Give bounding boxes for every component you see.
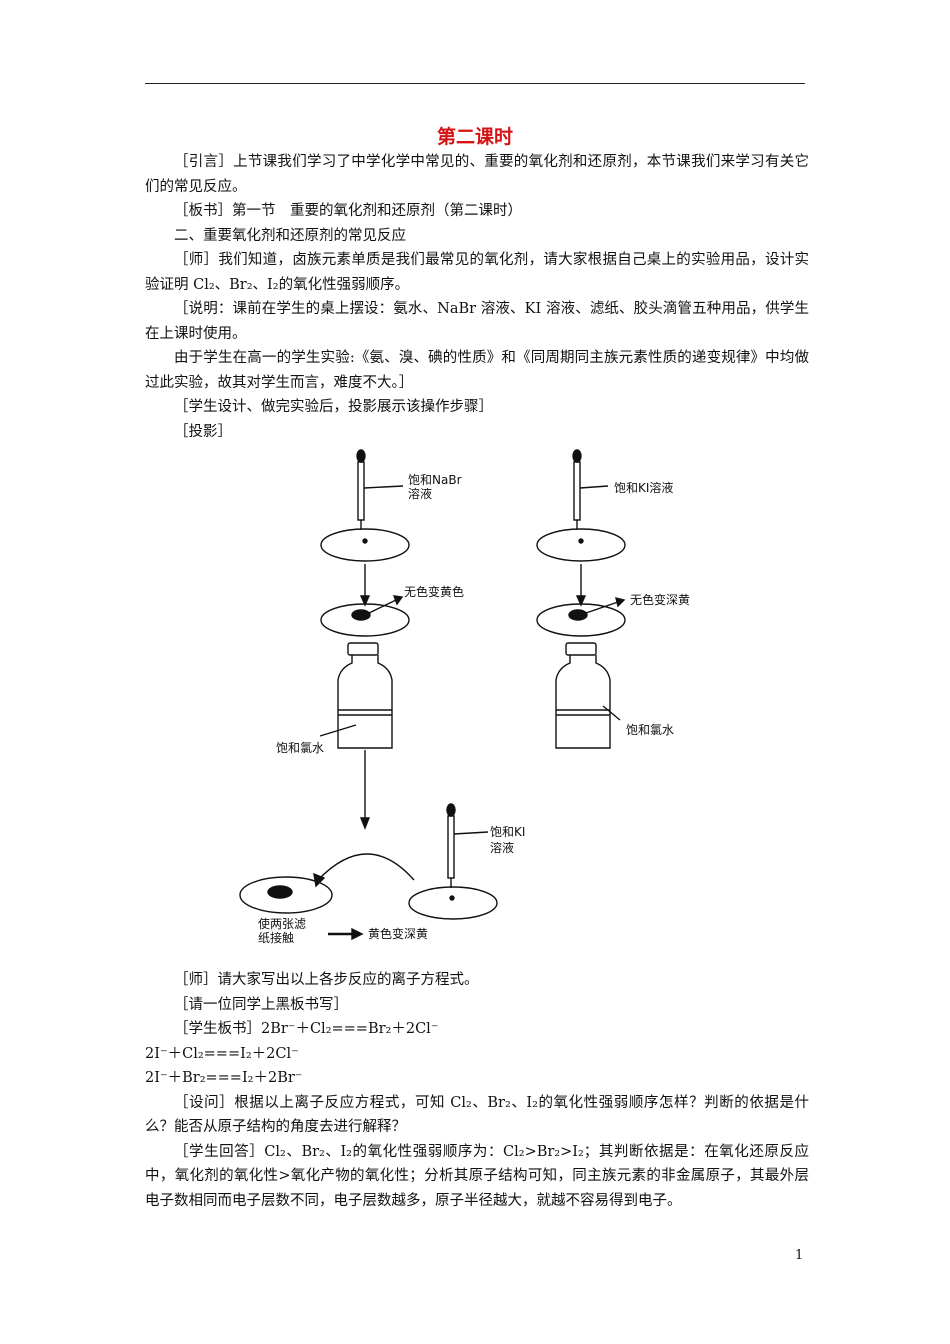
paragraph: ［师］我们知道，卤族元素单质是我们最常见的氧化剂，请大家根据自己桌上的实验用品，… xyxy=(145,252,809,293)
paragraph: ［板书］第一节 重要的氧化剂和还原剂（第二课时） xyxy=(174,203,522,219)
paragraph: ［学生设计、做完实验后，投影展示该操作步骤］ xyxy=(174,399,493,415)
filter-paper-right-top xyxy=(536,528,626,562)
contact-result-label: 黄色变深黄 xyxy=(368,926,428,941)
paragraph: 二、重要氧化剂和还原剂的常见反应 xyxy=(174,227,406,244)
filter-paper-right-bottom xyxy=(536,603,626,637)
left-dropper-label: 饱和NaBr xyxy=(408,472,462,487)
paragraph: ［学生板书］2Br⁻＋Cl₂===Br₂＋2Cl⁻ xyxy=(174,1021,439,1037)
page-number: 1 xyxy=(795,1248,804,1263)
paragraph: ［投影］ xyxy=(174,423,232,440)
right-dropper-icon xyxy=(572,449,582,530)
intro-text: ［引言］上节课我们学习了中学化学中常见的、重要的氧化剂和还原剂，本节课我们来学习… xyxy=(145,150,809,444)
paragraph: ［设问］根据以上离子反应方程式，可知 Cl₂、Br₂、I₂的氧化性强弱顺序怎样？… xyxy=(145,1094,809,1136)
left-dropper-icon xyxy=(356,449,366,530)
bottom-dropper-icon xyxy=(446,803,456,888)
equation: 2I⁻＋Br₂===I₂＋2Br⁻ xyxy=(145,1070,303,1086)
contact-label: 纸接触 xyxy=(258,930,294,945)
contact-label: 使两张滤 xyxy=(258,916,306,931)
left-dropper-label: 溶液 xyxy=(408,486,432,501)
right-change-label: 无色变深黄 xyxy=(630,592,690,607)
left-change-label: 无色变黄色 xyxy=(404,584,464,599)
discussion-text: ［师］请大家写出以上各步反应的离子方程式。 ［请一位同学上黑板书写］ ［学生板书… xyxy=(145,968,809,1213)
paragraph: ［学生回答］Cl₂、Br₂、I₂的氧化性强弱顺序为：Cl₂>Br₂>I₂；其判断… xyxy=(145,1143,809,1209)
filter-paper-left-bottom xyxy=(320,603,410,637)
paragraph: ［师］请大家写出以上各步反应的离子方程式。 xyxy=(174,972,479,988)
filter-paper-bottom-left xyxy=(239,876,333,914)
paragraph: 由于学生在高一的学生实验:《氨、溴、碘的性质》和《同周期同主族元素性质的递变规律… xyxy=(145,350,809,391)
experiment-diagram: 饱和NaBr 溶液 饱和KI溶液 无色变黄色 无色变深黄 饱和氯水 饱和氯水 饱… xyxy=(239,449,690,945)
header-rule xyxy=(145,83,805,84)
bottom-dropper-label: 溶液 xyxy=(490,840,514,855)
filter-paper-left-top xyxy=(320,528,410,562)
equation: 2I⁻＋Cl₂===I₂＋2Cl⁻ xyxy=(145,1045,299,1062)
paragraph: ［请一位同学上黑板书写］ xyxy=(174,996,348,1013)
right-dropper-label: 饱和KI溶液 xyxy=(614,480,673,495)
paragraph: ［引言］上节课我们学习了中学化学中常见的、重要的氧化剂和还原剂，本节课我们来学习… xyxy=(145,154,809,195)
left-bottle xyxy=(337,642,393,749)
left-bottle-label: 饱和氯水 xyxy=(276,740,324,755)
bottom-dropper-label: 饱和KI xyxy=(490,824,525,839)
paragraph: ［说明：课前在学生的桌上摆设：氨水、NaBr 溶液、KI 溶液、滤纸、胶头滴管五… xyxy=(145,301,809,342)
filter-paper-bottom-right xyxy=(408,886,498,920)
right-bottle-label: 饱和氯水 xyxy=(626,722,674,737)
right-bottle xyxy=(555,642,611,749)
page-title: 第二课时 xyxy=(436,126,513,148)
